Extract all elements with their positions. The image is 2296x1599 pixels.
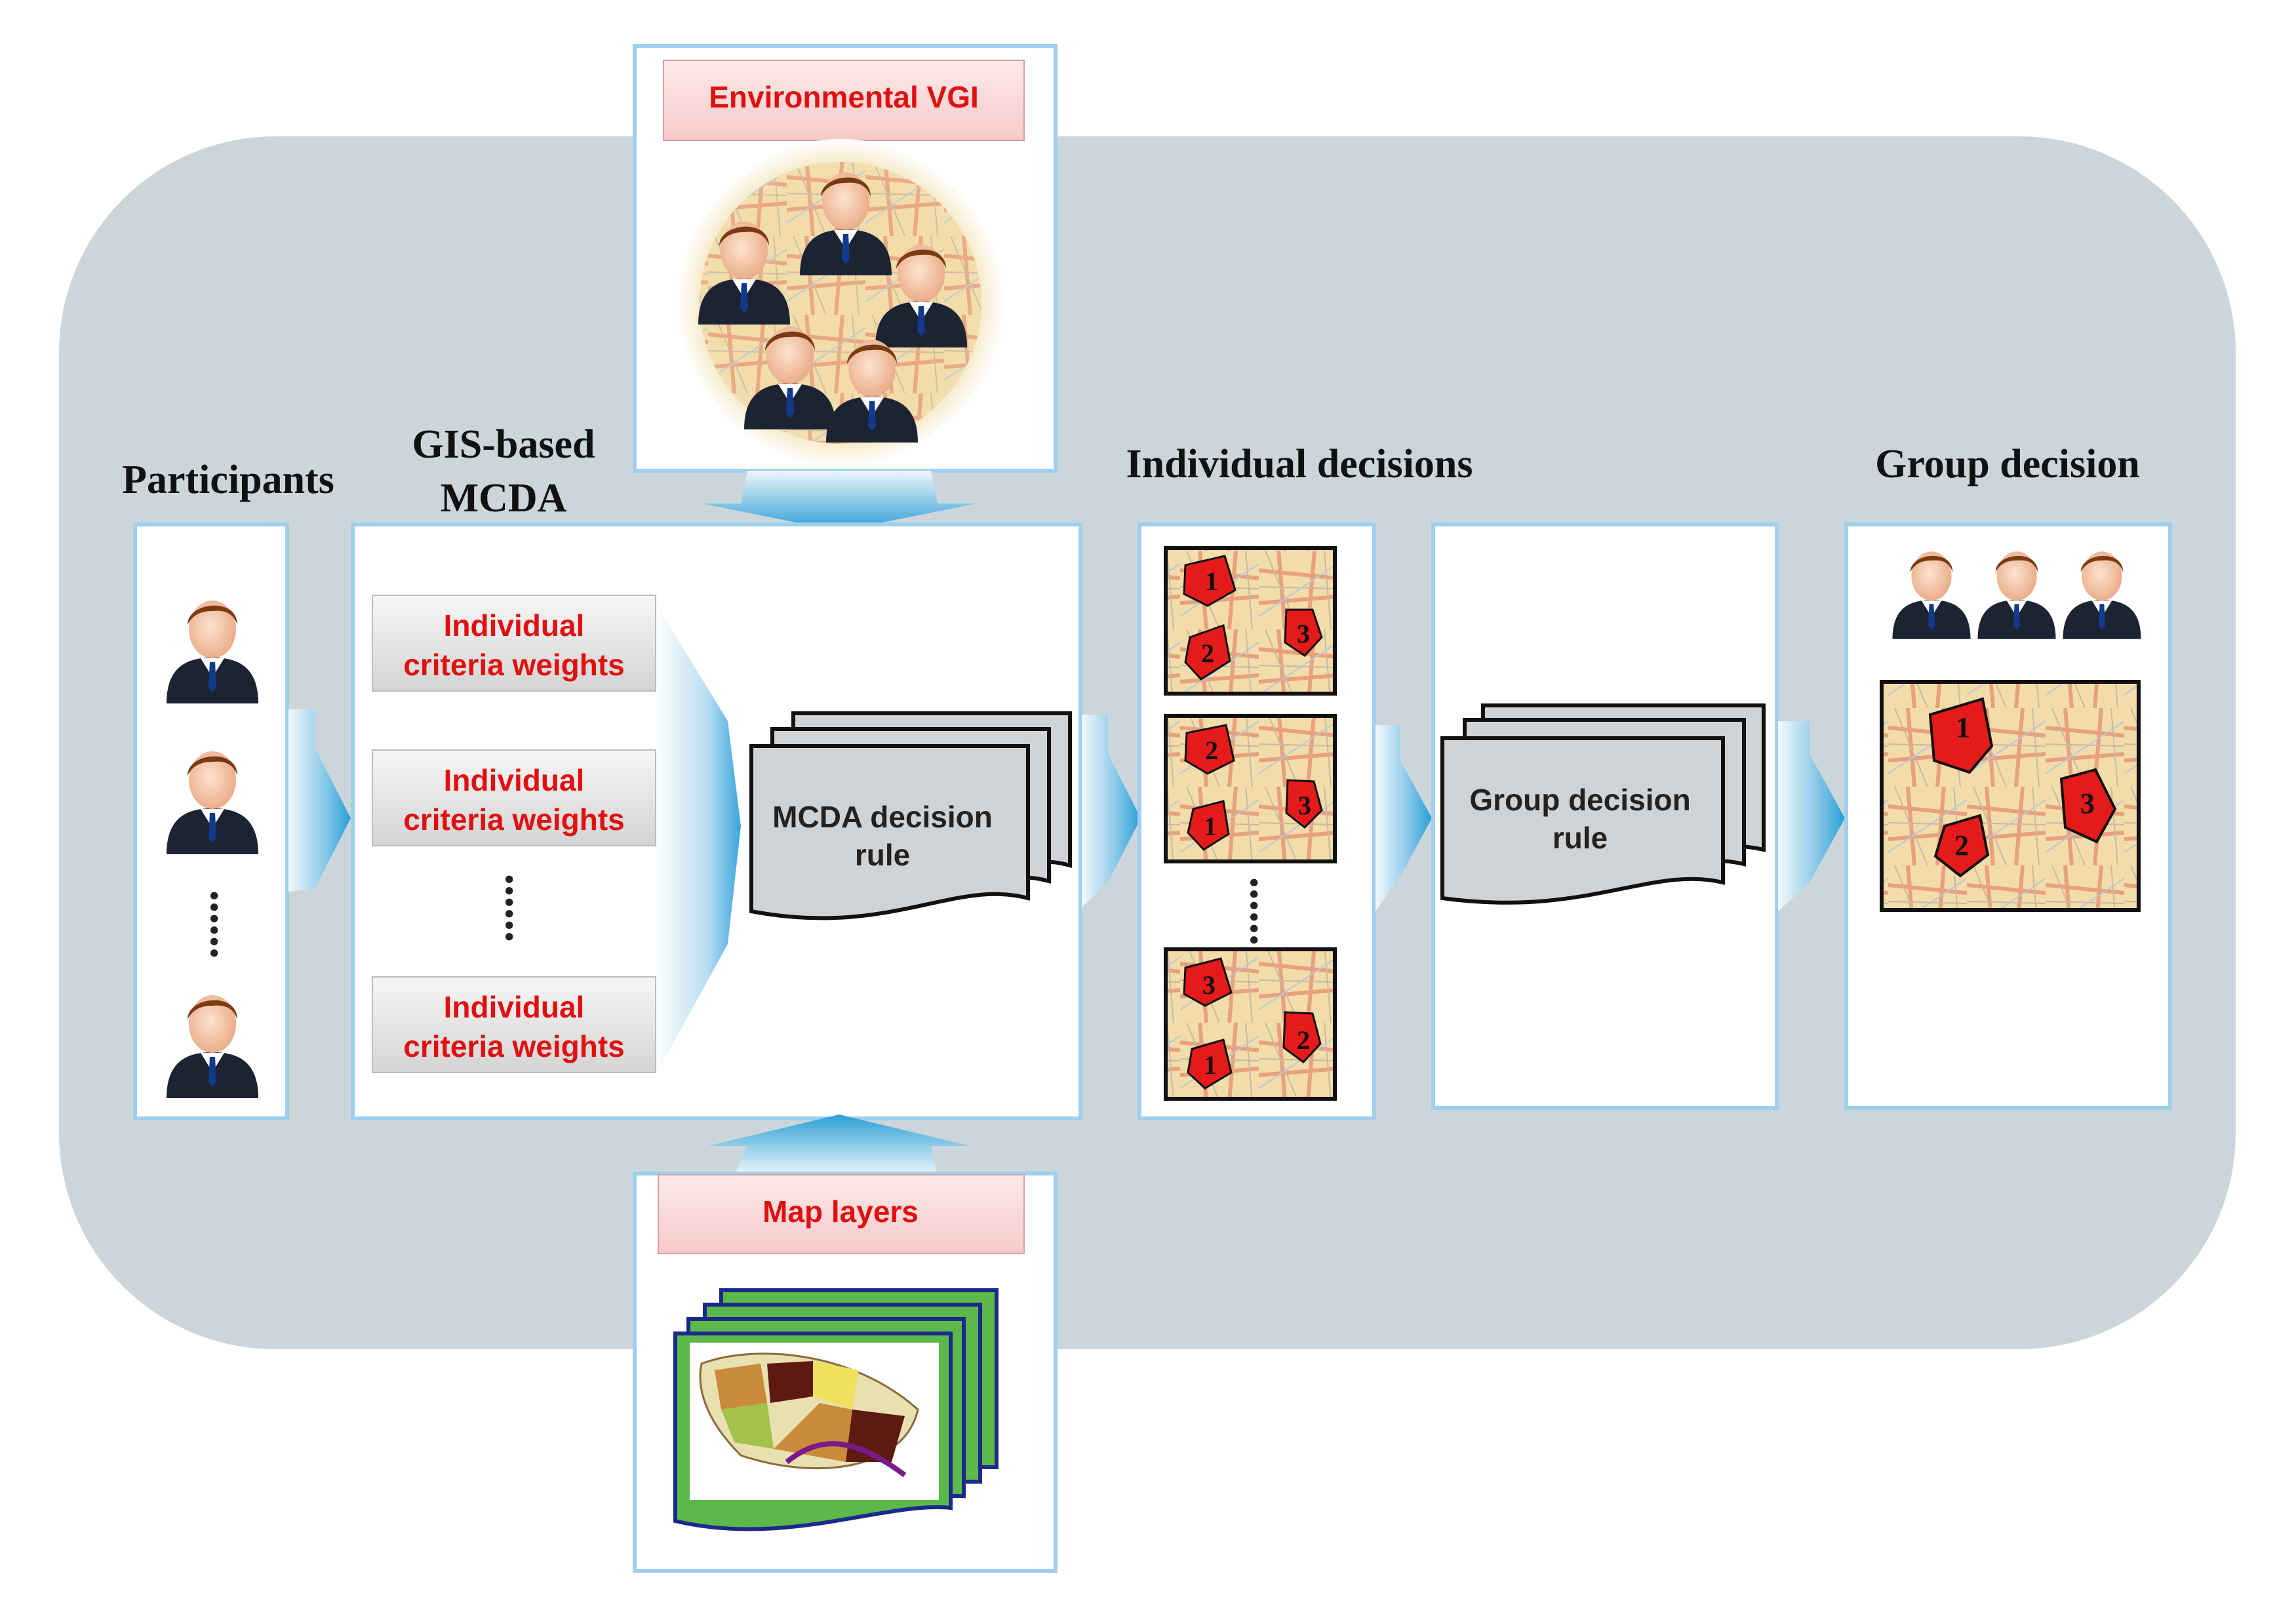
criteria-funnel-arrow <box>656 603 741 1075</box>
svg-text:3: 3 <box>1202 970 1216 1000</box>
arrow-individual-to-group-rule <box>1376 725 1432 911</box>
participants-label: Participants <box>122 458 334 502</box>
svg-text:2: 2 <box>1201 639 1214 668</box>
individual-decisions-box: 1 2 3 2 1 3 ...... 3 1 2 <box>1138 523 1376 1120</box>
svg-text:Individual: Individual <box>444 608 585 642</box>
individual-decisions-label: Individual decisions <box>1126 442 1473 486</box>
svg-text:1: 1 <box>1204 1050 1217 1080</box>
group-decision-box: 1 2 3 <box>1844 523 2172 1110</box>
arrow-group-rule-to-group-decision <box>1778 721 1845 911</box>
map-layers-up-arrow <box>708 1115 970 1175</box>
group-decision-rule: Group decision rule <box>1440 703 1766 905</box>
map-layers-box: Map layers <box>633 1172 1058 1573</box>
group-map: 1 2 3 <box>1880 680 2141 912</box>
gis-label-line1: GIS-based <box>412 422 595 467</box>
svg-text:1: 1 <box>1205 566 1218 596</box>
svg-text:2: 2 <box>1205 736 1218 765</box>
svg-text:MCDA decision: MCDA decision <box>772 800 993 834</box>
mcda-box: Individual criteria weights Individual c… <box>351 523 1082 1120</box>
group-rule-box: Group decision rule <box>1431 523 1779 1110</box>
svg-text:1: 1 <box>1204 812 1217 841</box>
svg-text:Group decision: Group decision <box>1469 783 1690 817</box>
criteria-weights-box: Individual criteria weights <box>372 749 656 846</box>
svg-text:2: 2 <box>1954 829 1969 861</box>
svg-text:criteria weights: criteria weights <box>403 648 624 682</box>
map-layers-title-bar <box>658 1174 1025 1254</box>
svg-text:rule: rule <box>855 838 910 872</box>
vgi-box: Environmental VGI <box>633 44 1058 473</box>
svg-text:criteria weights: criteria weights <box>403 1029 624 1063</box>
individual-map: 3 1 2 <box>1164 947 1337 1101</box>
group-decision-label: Group decision <box>1875 442 2140 486</box>
svg-text:3: 3 <box>1298 791 1311 820</box>
svg-text:Individual: Individual <box>444 763 585 797</box>
svg-text:Individual: Individual <box>444 990 585 1024</box>
svg-text:3: 3 <box>2080 787 2095 819</box>
gis-label-line2: MCDA <box>441 476 567 521</box>
svg-text:3: 3 <box>1297 619 1310 648</box>
map-layers-title: Map layers <box>762 1194 919 1229</box>
participants-ellipsis: ...... <box>201 890 251 959</box>
individual-map: 1 2 3 <box>1164 546 1337 696</box>
vgi-title: Environmental VGI <box>709 80 979 114</box>
decisions-ellipsis: ...... <box>1240 877 1291 946</box>
arrow-mcda-to-individual <box>1082 715 1141 907</box>
svg-text:1: 1 <box>1956 711 1970 743</box>
individual-map: 2 1 3 <box>1164 714 1337 863</box>
criteria-weights-box: Individual criteria weights <box>372 976 656 1073</box>
vgi-down-arrow <box>702 471 977 531</box>
participants-box: ...... <box>133 523 289 1120</box>
criteria-weights-box: Individual criteria weights <box>372 595 656 692</box>
svg-text:rule: rule <box>1553 821 1608 855</box>
arrow-participants-to-mcda <box>288 709 351 892</box>
svg-text:2: 2 <box>1297 1025 1310 1055</box>
svg-text:criteria weights: criteria weights <box>403 802 624 837</box>
mcda-decision-rule: MCDA decision rule <box>749 711 1072 920</box>
criteria-ellipsis: ...... <box>496 874 546 943</box>
